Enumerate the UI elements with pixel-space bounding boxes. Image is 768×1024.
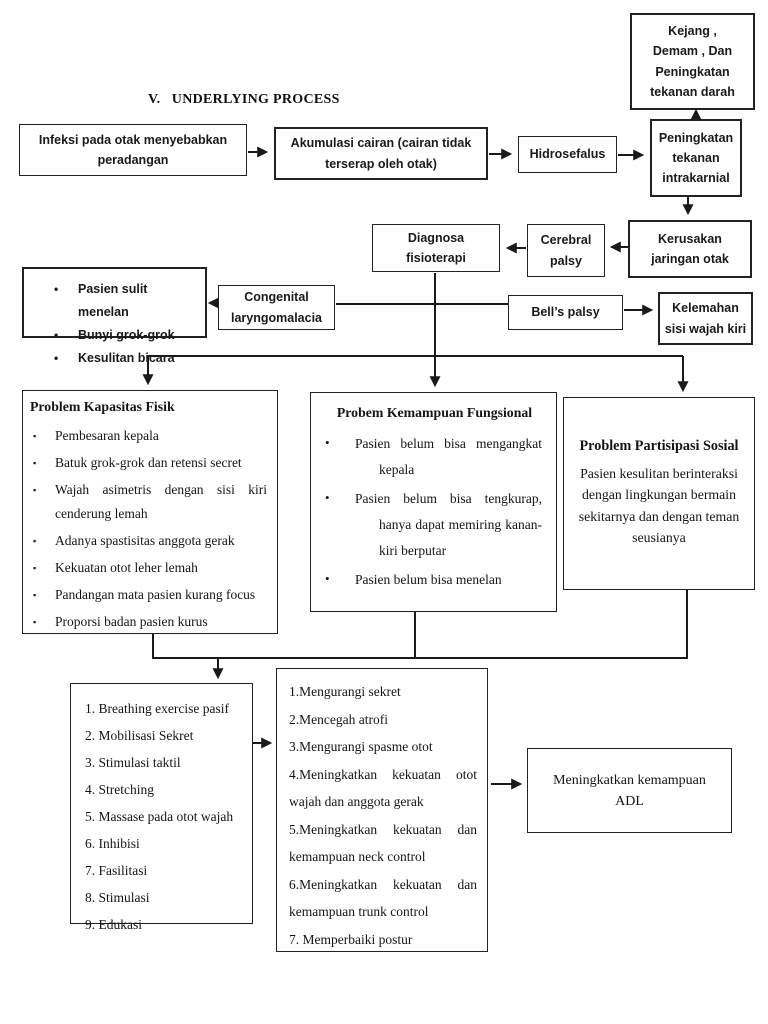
- bullet-icon: •: [54, 328, 59, 342]
- bullet-icon: ▪: [33, 485, 37, 495]
- list-item: 4.Meningkatkan kekuatan otot wajah dan a…: [289, 766, 477, 810]
- bullet-icon: ▪: [33, 616, 37, 627]
- node-kerusakan-jaringan: Kerusakan jaringan otak: [628, 220, 752, 278]
- list-item-text: Pasien belum bisa mengangkat kepala: [355, 436, 542, 477]
- node-congenital-laryngomalacia: Congenital laryngomalacia: [218, 285, 335, 330]
- list-item-text: Kesulitan bicara: [78, 351, 175, 365]
- bullet-icon: ▪: [33, 535, 37, 546]
- list-item-text: Wajah asimetris dengan sisi kiri cenderu…: [55, 482, 267, 521]
- list-item: ▪ Proporsi badan pasien kurus: [30, 610, 269, 634]
- node-cerebral-palsy: Cerebral palsy: [527, 224, 605, 277]
- list-item-text: Proporsi badan pasien kurus: [55, 613, 208, 629]
- list-item: • Pasien belum bisa mengangkat kepala: [325, 431, 544, 483]
- node-goals-list: 1.Mengurangi sekret 2.Mencegah atrofi 3.Me…: [276, 668, 488, 952]
- list-item: ▪ Adanya spastisitas anggota gerak: [30, 529, 269, 553]
- list-item: • Pasien belum bisa menelan: [325, 567, 544, 593]
- list-item: ▪ Batuk grok-grok dan retensi secret: [30, 451, 269, 475]
- node-problem-kemampuan-fungsional: Probem Kemampuan Fungsional • Pasien belu…: [310, 392, 557, 612]
- problem-sosial-body: Pasien kesulitan berinteraksi dengan lin…: [578, 466, 740, 546]
- list-item-text: Batuk grok-grok dan retensi secret: [55, 455, 242, 470]
- list-item-text: Pasien belum bisa menelan: [355, 571, 502, 587]
- list-item-text: Pasien sulit menelan: [78, 282, 148, 319]
- list-item: ▪ Kekuatan otot leher lemah: [30, 556, 269, 580]
- node-bells-palsy: Bell’s palsy: [508, 295, 623, 330]
- list-item: 1.Mengurangi sekret: [289, 684, 401, 699]
- node-problem-partisipasi-sosial: Problem Partisipasi Sosial Pasien kesuli…: [563, 397, 755, 590]
- list-item: 3.Mengurangi spasme otot: [289, 739, 433, 754]
- problem-fisik-title: Problem Kapasitas Fisik: [30, 399, 175, 414]
- list-item-text: Bunyi grok-grok: [78, 328, 175, 342]
- node-akumulasi-cairan: Akumulasi cairan (cairan tidak terserap …: [274, 127, 488, 180]
- list-item: ▪ Pandangan mata pasien kurang focus: [30, 583, 269, 607]
- list-item: 3. Stimulasi taktil: [85, 755, 181, 770]
- bullet-icon: •: [54, 282, 59, 296]
- bullet-icon: •: [325, 570, 330, 586]
- node-kejang-demam: Kejang , Demam , Dan Peningkatan tekanan…: [630, 13, 755, 110]
- list-item-text: Pembesaran kepala: [55, 428, 159, 443]
- bullet-icon: •: [54, 351, 59, 365]
- node-peningkatan-tekanan: Peningkatan tekanan intrakarnial: [650, 119, 742, 197]
- list-item: 7. Fasilitasi: [85, 863, 148, 878]
- bullet-icon: ▪: [33, 589, 37, 600]
- list-item: • Kesulitan bicara: [54, 347, 199, 370]
- list-item: 8. Stimulasi: [85, 890, 150, 905]
- list-item: 6.Meningkatkan kekuatan dan kemampuan tr…: [289, 876, 477, 920]
- problem-sosial-title: Problem Partisipasi Sosial: [579, 438, 739, 454]
- list-item: • Pasien belum bisa tengkurap, hanya dapa…: [325, 486, 544, 564]
- bullet-icon: ▪: [33, 431, 37, 441]
- problem-fungsional-title: Probem Kemampuan Fungsional: [336, 405, 533, 420]
- node-outcome-adl: Meningkatkan kemampuan ADL: [527, 748, 732, 833]
- node-symptoms-list: • Pasien sulit menelan • Bunyi grok-grok • Ke…: [22, 267, 207, 365]
- list-item: 9. Edukasi: [85, 917, 142, 932]
- list-item: 7. Memperbaiki postur: [289, 931, 413, 947]
- node-kelemahan-wajah: Kelemahan sisi wajah kiri: [658, 292, 753, 345]
- node-problem-kapasitas-fisik: Problem Kapasitas Fisik ▪ Pembesaran kepa…: [22, 390, 278, 634]
- node-interventions-list: 1. Breathing exercise pasif 2. Mobilisasi…: [70, 683, 253, 932]
- list-item-text: Pandangan mata pasien kurang focus: [55, 586, 256, 602]
- node-hidrosefalus: Hidrosefalus: [518, 136, 617, 173]
- list-item-text: Adanya spastisitas anggota gerak: [55, 532, 235, 548]
- list-item: 4. Stretching: [85, 782, 154, 797]
- bullet-icon: •: [325, 435, 330, 450]
- list-item: 1. Breathing exercise pasif: [85, 701, 229, 716]
- list-item-text: Kekuatan otot leher lemah: [55, 559, 198, 575]
- list-item: 2. Mobilisasi Sekret: [85, 728, 194, 743]
- node-diagnosa-fisioterapi: Diagnosa fisioterapi: [372, 224, 500, 272]
- bullet-icon: ▪: [33, 562, 37, 573]
- list-item: 6. Inhibisi: [85, 836, 140, 851]
- list-item: • Pasien sulit menelan: [54, 278, 199, 324]
- page-title: V. UNDERLYING PROCESS: [148, 92, 340, 107]
- node-infeksi: Infeksi pada otak menyebabkan peradangan: [19, 124, 247, 176]
- list-item-text: Pasien belum bisa tengkurap, hanya dapat…: [355, 490, 542, 558]
- list-item: • Bunyi grok-grok: [54, 324, 199, 347]
- list-item: 5.Meningkatkan kekuatan dan kemampuan ne…: [289, 821, 477, 865]
- list-item: 2.Mencegah atrofi: [289, 711, 388, 727]
- problem-fungsional-list: • Pasien belum bisa mengangkat kepala • Pas…: [325, 431, 544, 592]
- list-item: 5. Massase pada otot wajah: [85, 809, 234, 824]
- bullet-icon: •: [325, 489, 330, 505]
- problem-fisik-list: ▪ Pembesaran kepala ▪ Batuk grok-grok dan r…: [30, 424, 269, 634]
- list-item: ▪ Pembesaran kepala: [30, 424, 269, 448]
- bullet-icon: ▪: [33, 458, 37, 468]
- list-item: ▪ Wajah asimetris dengan sisi kiri cender…: [30, 478, 269, 526]
